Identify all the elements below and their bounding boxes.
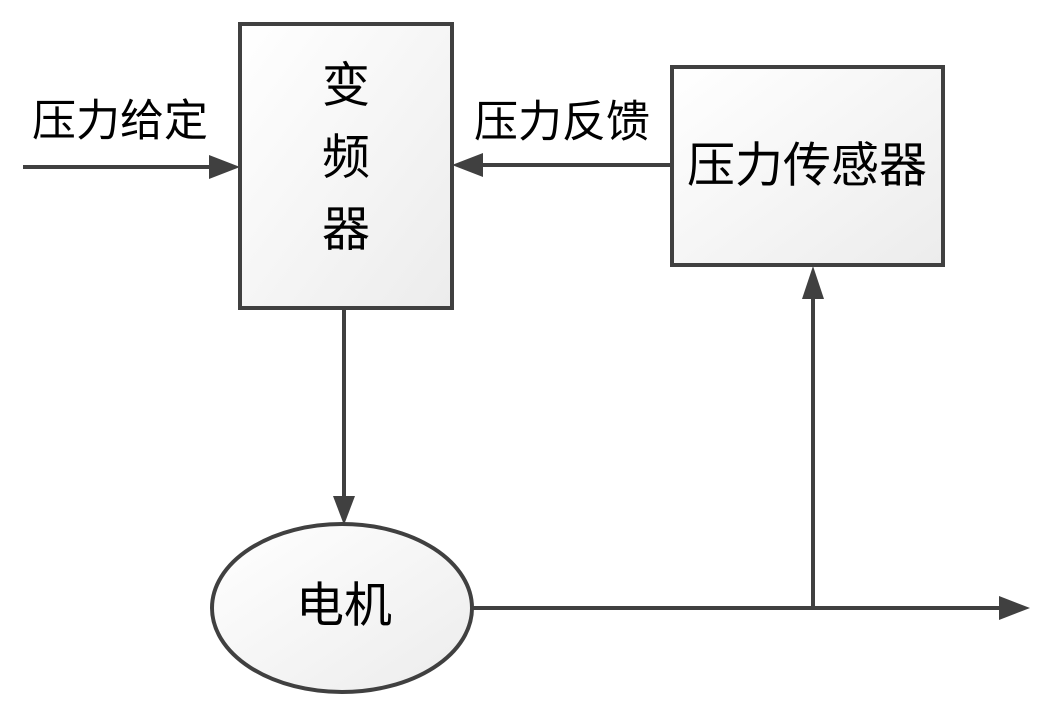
sensor-box — [670, 65, 945, 267]
inverter-label-char-2: 频 — [322, 132, 370, 185]
feedback-label: 压力反馈 — [474, 98, 650, 147]
setpoint-label: 压力给定 — [32, 97, 208, 146]
inverter-label-char-3: 器 — [322, 204, 370, 257]
sensor-label: 压力传感器 — [687, 140, 927, 193]
motor-ellipse — [210, 522, 474, 694]
branch-to-sensor-arrowhead-icon — [802, 266, 824, 299]
inverter-to-motor-arrowhead-icon — [333, 496, 355, 525]
motor-output-arrowhead-icon — [999, 596, 1030, 620]
inverter-box — [238, 22, 454, 310]
motor-label: 电机 — [296, 580, 392, 633]
feedback-arrowhead-icon — [452, 153, 483, 177]
setpoint-arrowhead-icon — [209, 155, 240, 179]
inverter-label-char-1: 变 — [322, 60, 370, 113]
